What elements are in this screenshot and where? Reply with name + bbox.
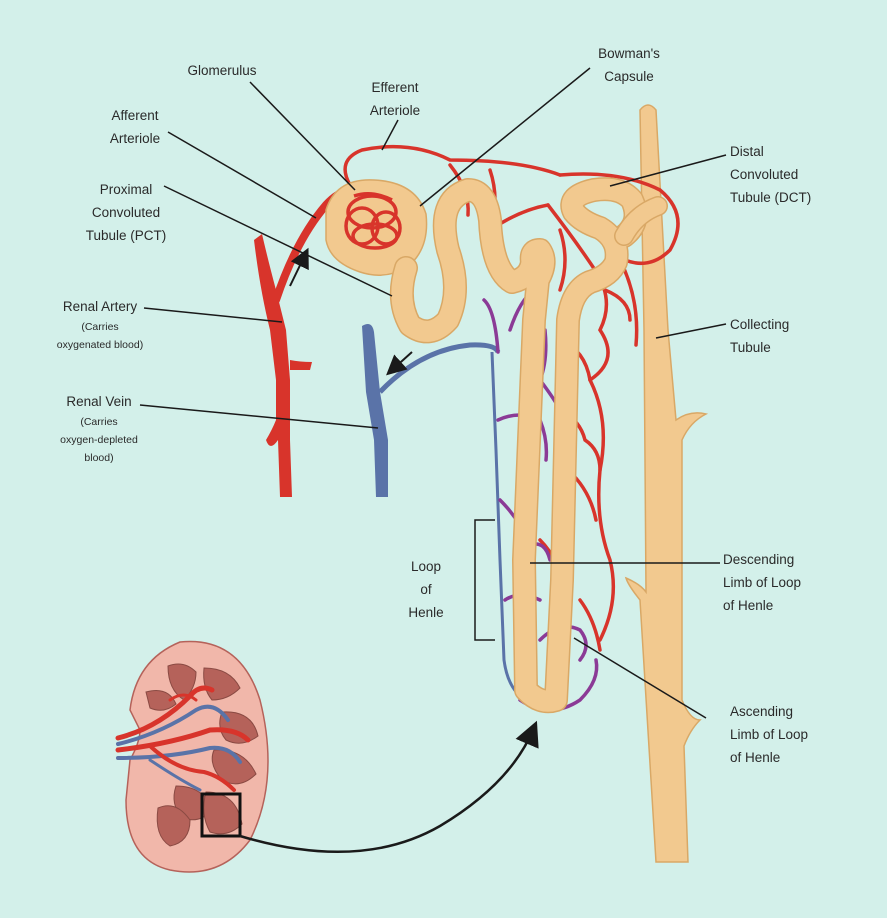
label-renal-vein: Renal Vein (Carries oxygen-depleted bloo… [60, 394, 138, 464]
renal-artery [254, 234, 312, 497]
kidney-inset [115, 640, 269, 873]
collecting-tubule [624, 104, 709, 863]
label-bowmans-capsule: Bowman's Capsule [598, 46, 660, 84]
label-descending-limb: Descending Limb of Loop of Henle [723, 552, 802, 613]
label-loop-of-henle: Loop of Henle [408, 559, 444, 620]
nephron-location-box [200, 792, 242, 838]
leader-lines [139, 67, 727, 719]
label-collecting-tubule: Collecting Tubule [730, 317, 790, 355]
label-pct: Proximal Convoluted Tubule (PCT) [85, 182, 167, 243]
label-ascending-limb: Ascending Limb of Loop of Henle [730, 704, 809, 765]
zoom-connector-arrow [239, 720, 539, 853]
label-dct: Distal Convoluted Tubule (DCT) [730, 144, 812, 205]
label-efferent-arteriole: Efferent Arteriole [369, 80, 421, 118]
glomerulus [325, 179, 428, 276]
label-glomerulus: Glomerulus [187, 63, 257, 78]
artery-flow-arrow [289, 247, 309, 287]
label-afferent-arteriole: Afferent Arteriole [109, 108, 161, 146]
renal-tubule [389, 177, 668, 714]
vein-flow-arrow [386, 351, 413, 376]
label-renal-artery: Renal Artery (Carries oxygenated blood) [56, 299, 144, 351]
renal-vein [362, 324, 527, 702]
